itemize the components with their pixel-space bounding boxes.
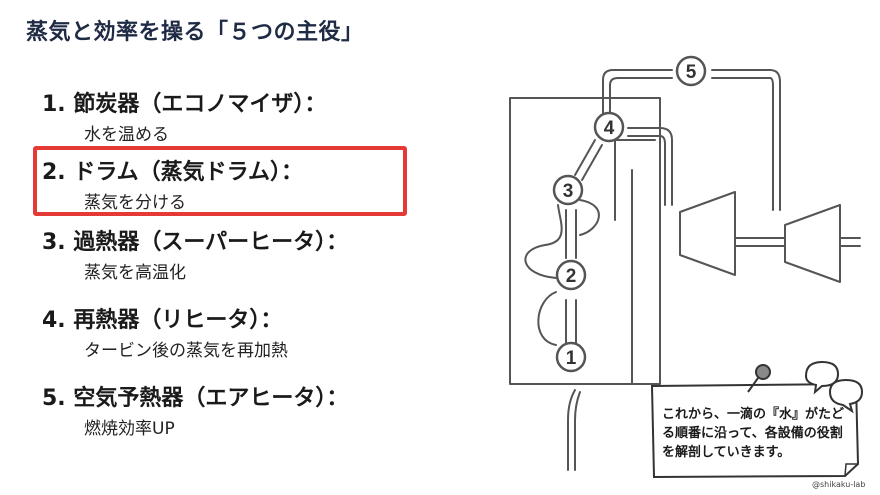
feedwater-pipe-2 bbox=[574, 391, 581, 471]
item-description: タービン後の蒸気を再加熱 bbox=[84, 341, 288, 361]
pipe-to-4b bbox=[581, 144, 603, 181]
item-heading: 3. 過熱器（スーパーヒータ）： bbox=[42, 230, 349, 255]
item-description: 蒸気を高温化 bbox=[84, 263, 186, 283]
note-text: これから、一滴の『水』がたどる順番に沿って、各設備の役割を解剖していきます。 bbox=[662, 407, 845, 460]
page-title: 蒸気と効率を操る「５つの主役」 bbox=[26, 20, 364, 45]
svg-text:4: 4 bbox=[604, 118, 615, 139]
item-description: 蒸気を分ける bbox=[84, 193, 186, 213]
list-item-economizer: 1. 節炭器（エコノマイザ）： 水を温める bbox=[42, 86, 326, 145]
credit-text: @shikaku-lab bbox=[812, 480, 866, 489]
pipe-4-to-5b bbox=[609, 77, 673, 116]
svg-text:1: 1 bbox=[566, 348, 577, 369]
svg-text:3: 3 bbox=[563, 181, 574, 202]
hp-turbine bbox=[679, 191, 736, 276]
highlight-box bbox=[33, 146, 407, 216]
pipe-to-4 bbox=[574, 139, 596, 176]
tube-loop-right bbox=[579, 199, 600, 236]
boiler-inner-wall bbox=[614, 139, 656, 385]
riser-tube bbox=[565, 299, 577, 351]
list-item-air-heater: 5. 空気予熱器（エアヒータ）： 燃焼効率UP bbox=[42, 380, 348, 439]
list-item-reheater: 4. 再熱器（リヒータ）： タービン後の蒸気を再加熱 bbox=[42, 302, 288, 361]
marker-5: 5 bbox=[675, 55, 707, 87]
marker-4: 4 bbox=[593, 111, 625, 143]
item-heading: 5. 空気予熱器（エアヒータ）： bbox=[42, 386, 349, 411]
marker-1: 1 bbox=[555, 341, 587, 373]
pipe-4-to-5 bbox=[602, 69, 673, 116]
item-description: 水を温める bbox=[84, 125, 169, 145]
svg-text:5: 5 bbox=[686, 62, 697, 83]
item-heading: 4. 再熱器（リヒータ）： bbox=[42, 308, 283, 333]
item-heading: 2. ドラム（蒸気ドラム）： bbox=[42, 160, 304, 185]
item-heading: 1. 節炭器（エコノマイザ）： bbox=[42, 92, 327, 117]
speech-bubble-icon bbox=[804, 360, 864, 414]
pipe-5-to-turbine bbox=[711, 69, 781, 211]
pipe-4-to-turbineb bbox=[627, 135, 666, 206]
pipe-5-to-turbineb bbox=[711, 77, 774, 211]
marker-3: 3 bbox=[552, 174, 584, 206]
tube-loop-lower bbox=[537, 291, 557, 346]
svg-text:2: 2 bbox=[566, 266, 577, 287]
lp-turbine bbox=[784, 204, 841, 283]
list-item-drum: 2. ドラム（蒸気ドラム）： 蒸気を分ける bbox=[42, 154, 303, 213]
list-item-superheater: 3. 過熱器（スーパーヒータ）： 蒸気を高温化 bbox=[42, 224, 348, 283]
tube-loop-left bbox=[524, 204, 563, 279]
marker-2: 2 bbox=[555, 259, 587, 291]
pushpin-icon bbox=[747, 364, 771, 393]
riser-tube-upper bbox=[565, 209, 577, 259]
item-description: 燃焼効率UP bbox=[84, 419, 175, 439]
turbine-shaft bbox=[734, 237, 861, 247]
feedwater-pipe bbox=[567, 389, 576, 471]
pipe-4-to-turbine bbox=[627, 127, 673, 206]
